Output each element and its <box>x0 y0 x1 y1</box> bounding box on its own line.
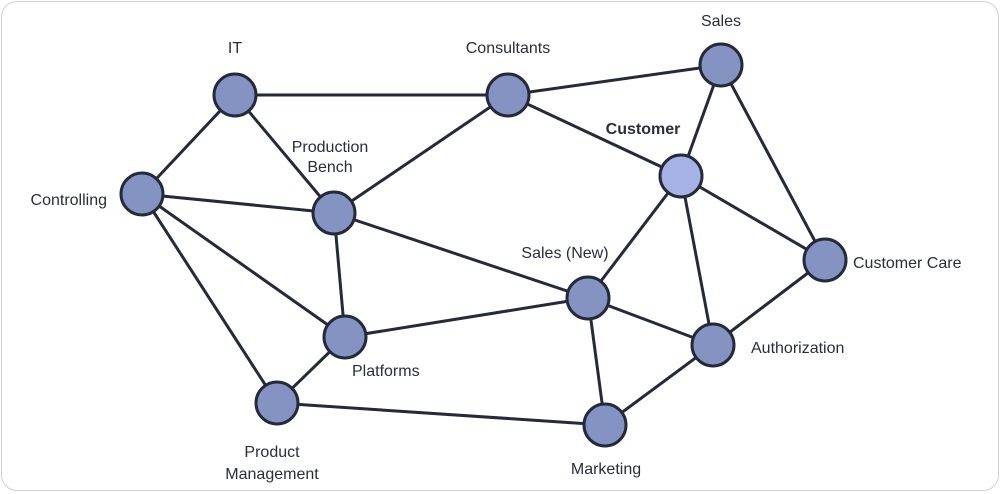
edge-it-production-bench <box>233 94 336 214</box>
label-authorization: Authorization <box>751 340 844 357</box>
node-consultants[interactable] <box>485 72 531 118</box>
label-marketing: Marketing <box>571 461 641 478</box>
node-platforms[interactable] <box>322 314 368 360</box>
edge-it-controlling <box>140 93 237 196</box>
edge-sales-customer-care <box>719 64 827 261</box>
edge-controlling-platforms <box>141 192 346 339</box>
node-product-management[interactable] <box>254 380 300 426</box>
edge-controlling-production-bench <box>141 192 335 215</box>
edge-product-management-marketing <box>276 401 606 427</box>
node-customer-care[interactable] <box>802 237 848 283</box>
label-sales-new: Sales (New) <box>521 245 608 262</box>
edges-layer <box>140 63 827 427</box>
label-it: IT <box>228 40 242 57</box>
node-sales-new[interactable] <box>565 275 611 321</box>
node-it[interactable] <box>212 72 258 118</box>
label-consultants: Consultants <box>466 40 551 57</box>
label-platforms: Platforms <box>352 363 420 380</box>
edge-consultants-sales <box>507 63 722 97</box>
edge-customer-sales-new <box>586 175 683 299</box>
edge-customer-customer-care <box>680 174 826 262</box>
edge-customer-authorization <box>679 175 715 346</box>
label-customer-care: Customer Care <box>853 255 962 272</box>
label-customer: Customer <box>606 121 681 138</box>
nodes-layer <box>119 42 848 448</box>
node-customer[interactable] <box>658 153 704 199</box>
edge-controlling-product-management <box>140 193 279 404</box>
edge-production-bench-sales-new <box>333 211 589 300</box>
node-sales[interactable] <box>698 42 744 88</box>
node-marketing[interactable] <box>582 402 628 448</box>
label-sales: Sales <box>701 13 741 30</box>
edge-consultants-production-bench <box>333 93 509 215</box>
node-controlling[interactable] <box>119 171 165 217</box>
label-controlling: Controlling <box>31 192 107 209</box>
edge-platforms-sales-new <box>344 296 589 339</box>
edge-consultants-customer <box>507 93 682 178</box>
node-authorization[interactable] <box>690 322 736 368</box>
edge-authorization-customer-care <box>712 258 826 347</box>
node-production-bench[interactable] <box>311 190 357 236</box>
